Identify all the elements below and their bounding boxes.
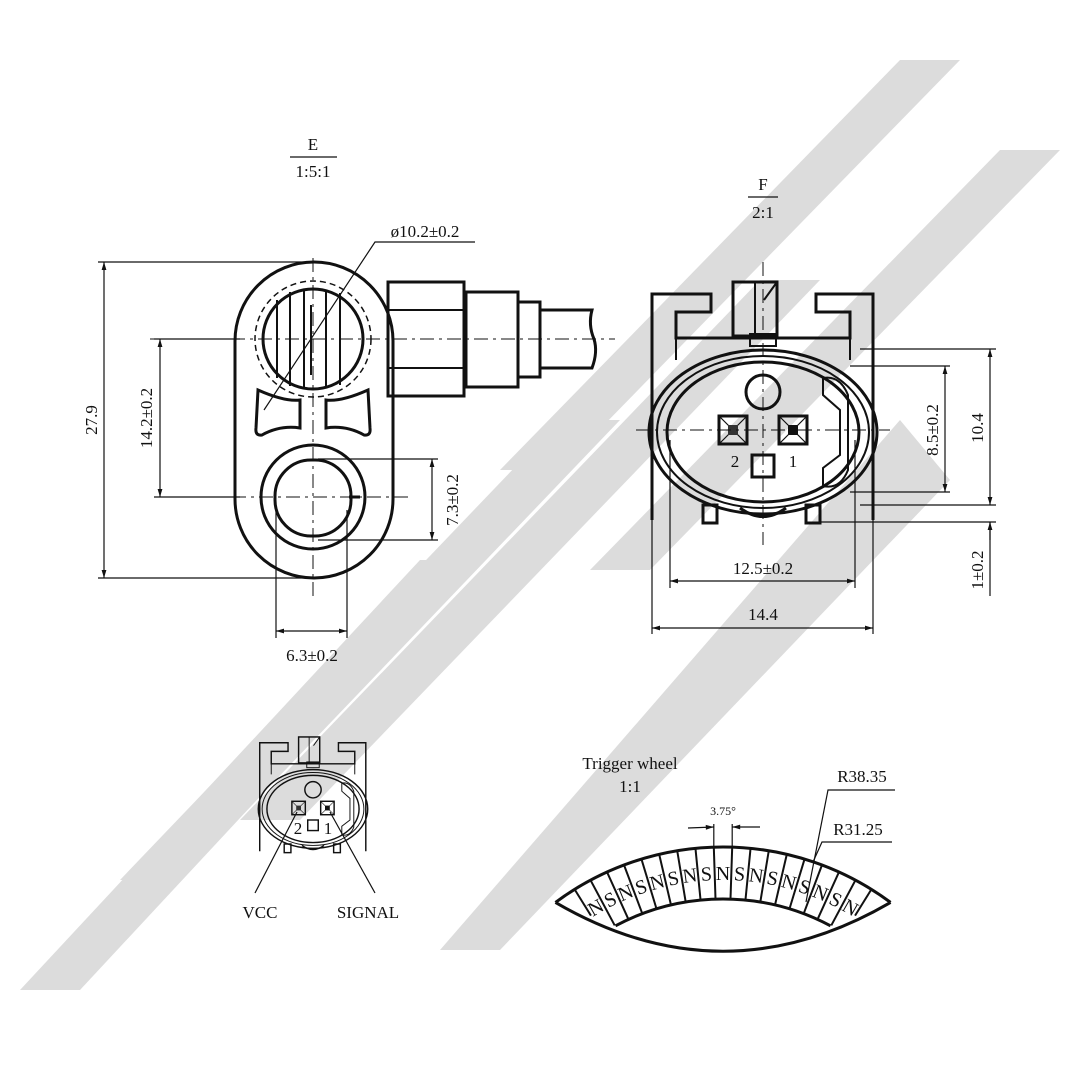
pin-label-1: 1 — [789, 452, 798, 471]
dim-hole-width: 6.3±0.2 — [286, 646, 338, 665]
inner-radius-label: R31.25 — [833, 820, 883, 839]
pole-label: S — [700, 863, 713, 886]
pole-label: N — [681, 864, 698, 888]
trigger-wheel-title: Trigger wheel — [582, 754, 677, 773]
pole-divider — [788, 858, 806, 910]
pole-divider — [623, 864, 644, 915]
pinout-label-1: 1 — [324, 819, 333, 838]
dim-offset: 1±0.2 — [968, 550, 987, 589]
pole-divider — [759, 850, 770, 903]
pinout-label-2: 2 — [294, 819, 303, 838]
pole-divider — [854, 888, 873, 917]
view-e-letter: E — [308, 135, 318, 154]
dim-height: 10.4 — [968, 413, 987, 443]
pole-divider — [816, 871, 840, 920]
dim-sensor-diameter: ø10.2±0.2 — [391, 222, 460, 241]
pole-label: N — [779, 870, 799, 895]
outer-radius-label: R38.35 — [837, 767, 887, 786]
dim-inner-height: 8.5±0.2 — [923, 404, 942, 456]
dim-width: 14.4 — [748, 605, 778, 624]
signal-label: SIGNAL — [337, 903, 399, 922]
pole-label: S — [733, 863, 746, 886]
dim-hole-diameter: 7.3±0.2 — [443, 474, 462, 526]
trigger-wheel-scale: 1:1 — [619, 777, 641, 796]
vcc-label: VCC — [243, 903, 278, 922]
outer-arc — [554, 845, 892, 904]
pole-label: S — [666, 867, 681, 891]
pole-divider — [729, 847, 734, 900]
dim-inner-width: 12.5±0.2 — [733, 559, 793, 578]
pole-divider — [573, 888, 592, 917]
pole-divider — [774, 854, 788, 906]
pole-divider — [802, 864, 823, 915]
connector-face — [647, 280, 879, 525]
pole-label: N — [748, 864, 765, 888]
pole-label: N — [716, 863, 730, 885]
pinout-view: 2 1 VCC SIGNAL — [243, 736, 399, 922]
pole-label: N — [647, 870, 667, 895]
pole-divider — [830, 879, 857, 926]
pole-divider — [589, 879, 616, 926]
pitch-arrow — [687, 824, 714, 830]
dim-total-height: 27.9 — [82, 405, 101, 435]
pole-divider — [712, 847, 717, 900]
pitch-label: 3.75° — [710, 804, 736, 818]
pole-divider — [694, 848, 702, 901]
view-e-scale: 1:5:1 — [296, 162, 331, 181]
pole-divider — [640, 858, 658, 910]
pin-label-2: 2 — [731, 452, 740, 471]
lower-arc — [554, 901, 892, 953]
view-f-letter: F — [758, 175, 767, 194]
pole-divider — [744, 848, 752, 901]
pole-divider — [658, 854, 672, 906]
pole-divider — [676, 850, 687, 903]
view-f: F 2:1 2 1 10.4 8.5±0.2 — [636, 175, 996, 634]
inner-arc — [614, 897, 832, 928]
pole-label: S — [765, 867, 780, 891]
view-e: E 1:5:1 27.9 — [82, 135, 615, 665]
pole-divider — [606, 871, 630, 920]
watermark — [20, 60, 1060, 990]
view-f-scale: 2:1 — [752, 203, 774, 222]
dim-hole-spacing: 14.2±0.2 — [137, 388, 156, 448]
